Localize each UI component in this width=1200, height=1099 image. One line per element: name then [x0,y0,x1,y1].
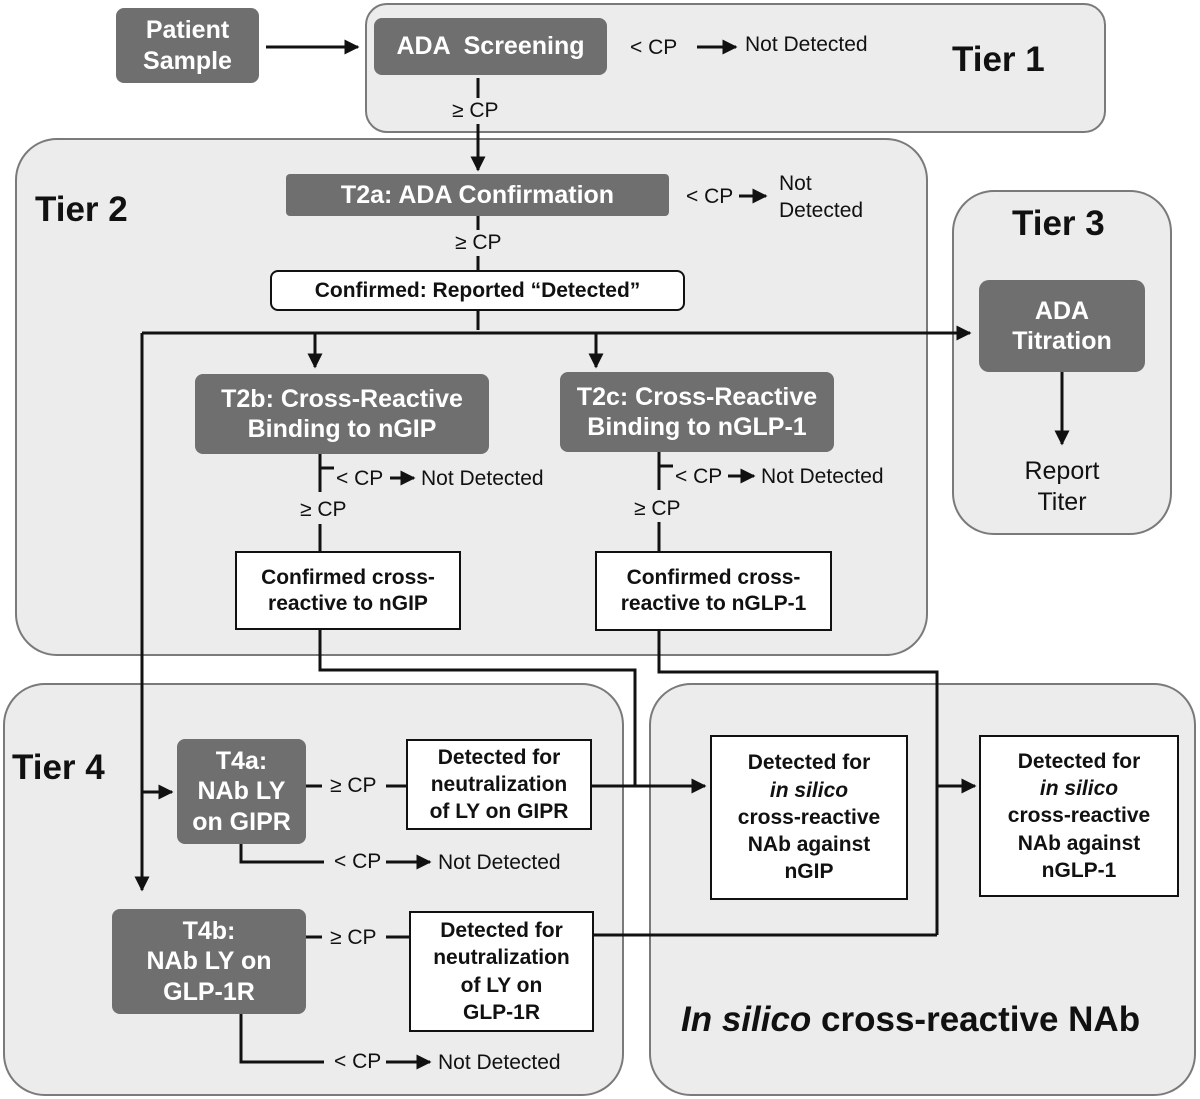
insilico-nglp1-line2: in silico [1039,777,1119,801]
t2b-not-detected-label: Not Detected [421,467,544,490]
t2a-lt-cp-label: < CP [686,185,734,208]
t4a-ge-cp-label: ≥ CP [330,774,377,797]
insilico-nglp1-line3: cross-reactive NAb against nGLP-1 [1007,804,1151,882]
confirmed-cross-reactive-ngip-node: Confirmed cross- reactive to nGIP [235,551,461,630]
t2a-confirmation-node: T2a: ADA Confirmation [286,174,669,216]
screening-lt-cp-label: < CP [630,36,678,59]
t2c-ge-cp-label: ≥ CP [634,497,681,520]
tier4-label: Tier 4 [12,748,105,787]
t2b-lt-cp-label: < CP [336,467,384,490]
insilico-ngip-line1: Detected for [747,751,871,775]
tier3-label: Tier 3 [1012,204,1105,243]
t2c-lt-cp-label: < CP [675,465,723,488]
insilico-ngip-line3: cross-reactive NAb against nGIP [737,805,881,884]
confirmed-cross-reactive-nglp1-node: Confirmed cross- reactive to nGLP-1 [595,551,832,631]
report-titer-label: Report Titer [1024,457,1100,517]
t4b-not-detected-label: Not Detected [438,1051,561,1074]
screening-not-detected-label: Not Detected [745,33,868,56]
t4a-nab-gipr-node: T4a: NAb LY on GIPR [177,739,306,844]
t4b-ge-cp-label: ≥ CP [330,926,377,949]
confirmed-detected-node: Confirmed: Reported “Detected” [270,270,685,311]
insilico-label-italic: In silico [681,1000,812,1039]
tier1-label: Tier 1 [952,40,1045,79]
insilico-nab-nglp1-node: Detected for in silico cross-reactive NA… [979,735,1179,897]
t4a-lt-cp-label: < CP [334,850,382,873]
screening-ge-cp-label: ≥ CP [452,99,499,122]
t4a-not-detected-label: Not Detected [438,851,561,874]
insilico-nglp1-line1: Detected for [1017,749,1141,773]
t2c-cross-reactive-nglp1-node: T2c: Cross-Reactive Binding to nGLP-1 [560,372,834,452]
insilico-label-rest: cross-reactive NAb [811,1000,1141,1039]
ada-screening-node: ADA Screening [374,18,607,75]
ada-titration-node: ADA Titration [979,280,1145,372]
detected-neutralization-gipr-node: Detected for neutralization of LY on GIP… [406,739,592,830]
t4b-lt-cp-label: < CP [334,1050,382,1073]
tier2-label: Tier 2 [35,190,128,229]
t2a-not-detected-label: Not Detected [779,172,864,223]
t2c-not-detected-label: Not Detected [761,465,884,488]
insilico-ngip-line2: in silico [769,778,849,802]
insilico-nab-ngip-node: Detected for in silico cross-reactive NA… [710,735,908,900]
t2a-ge-cp-label: ≥ CP [455,231,502,254]
t2b-cross-reactive-ngip-node: T2b: Cross-Reactive Binding to nGIP [195,374,489,454]
t4b-nab-glp1r-node: T4b: NAb LY on GLP-1R [112,909,306,1014]
insilico-label: In silico cross-reactive NAb [681,1000,1140,1040]
patient-sample-node: Patient Sample [116,8,259,83]
t2b-ge-cp-label: ≥ CP [300,498,347,521]
detected-neutralization-glp1r-node: Detected for neutralization of LY on GLP… [409,911,594,1032]
